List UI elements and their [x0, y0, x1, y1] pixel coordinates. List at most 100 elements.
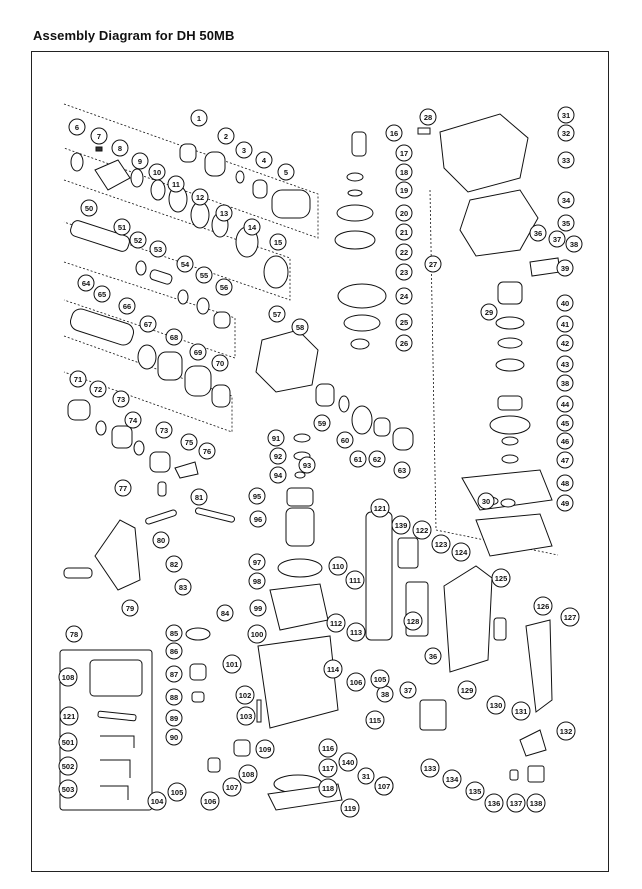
callout-79: 79: [121, 599, 139, 617]
part-shape-81: [145, 509, 177, 525]
callout-73: 73: [155, 421, 173, 439]
callout-4: 4: [255, 151, 273, 169]
callout-label: 92: [274, 452, 282, 461]
callout-label: 7: [97, 132, 101, 141]
callout-circle: [313, 414, 331, 432]
part-shape-86: [185, 627, 211, 641]
callout-83: 83: [174, 578, 192, 596]
callout-circle: [565, 235, 583, 253]
callout-circle: [93, 285, 111, 303]
group-outline-row1: [63, 103, 319, 239]
callout-label: 61: [354, 455, 362, 464]
callout-56: 56: [215, 278, 233, 296]
callout-104: 104: [147, 791, 167, 811]
callout-129: 129: [457, 680, 477, 700]
callout-label: 60: [341, 436, 349, 445]
callout-label: 64: [82, 279, 91, 288]
callout-label: 88: [170, 693, 178, 702]
callout-circle: [247, 624, 267, 644]
callout-label: 55: [200, 271, 208, 280]
callout-98: 98: [248, 572, 266, 590]
callout-label: 63: [398, 466, 406, 475]
callout-circle: [556, 474, 574, 492]
callout-133: 133: [420, 758, 440, 778]
callout-label: 125: [495, 574, 508, 583]
part-shape-1: [179, 143, 197, 163]
callout-label: 31: [362, 772, 370, 781]
callout-circle: [191, 188, 209, 206]
callout-circle: [139, 315, 157, 333]
part-shape-64: [392, 427, 414, 451]
callout-label: 38: [381, 690, 389, 699]
callout-circle: [165, 642, 183, 660]
callout-64: 64: [77, 274, 95, 292]
part-shape-98: [277, 558, 323, 578]
part-shape-7: [95, 146, 103, 152]
callout-label: 86: [170, 647, 178, 656]
part-shape-4: [252, 179, 268, 199]
callout-114: 114: [323, 659, 343, 679]
callout-circle: [403, 611, 423, 631]
callout-label: 14: [248, 223, 257, 232]
callout-61: 61: [349, 450, 367, 468]
part-shape-102: [257, 635, 339, 729]
callout-131: 131: [511, 701, 531, 721]
callout-label: 503: [62, 785, 75, 794]
callout-circle: [58, 779, 78, 799]
callout-circle: [484, 793, 504, 813]
callout-label: 73: [160, 426, 168, 435]
callout-circle: [336, 431, 354, 449]
callout-124: 124: [451, 542, 471, 562]
callout-circle: [165, 555, 183, 573]
callout-circle: [238, 764, 258, 784]
callout-circle: [269, 233, 287, 251]
callout-circle: [165, 665, 183, 683]
callout-circle: [395, 163, 413, 181]
callout-5: 5: [277, 163, 295, 181]
callout-label: 2: [224, 132, 228, 141]
callout-label: 102: [239, 691, 252, 700]
callout-92: 92: [269, 447, 287, 465]
callout-label: 6: [75, 123, 79, 132]
callout-circle: [556, 432, 574, 450]
callout-circle: [557, 106, 575, 124]
callout-11: 11: [167, 175, 185, 193]
callout-19: 19: [395, 181, 413, 199]
callout-circle: [365, 710, 385, 730]
callout-51: 51: [113, 218, 131, 236]
callout-16: 16: [385, 124, 403, 142]
callout-29: 29: [480, 303, 498, 321]
callout-circle: [189, 343, 207, 361]
callout-119: 119: [340, 798, 360, 818]
callout-label: 94: [274, 471, 283, 480]
callout-circle: [391, 515, 411, 535]
callout-label: 71: [74, 375, 82, 384]
diagram-frame: [31, 51, 609, 872]
callout-circle: [165, 688, 183, 706]
callout-label: 12: [196, 193, 204, 202]
callout-label: 110: [332, 562, 344, 571]
callout-33: 33: [557, 151, 575, 169]
callout-circle: [249, 599, 267, 617]
group-outline-right-lower: [435, 529, 559, 556]
callout-label: 113: [350, 628, 362, 637]
part-shape-122: [365, 511, 393, 641]
callout-circle: [556, 259, 574, 277]
part-shape-62: [351, 405, 373, 435]
callout-circle: [326, 613, 346, 633]
callout-54: 54: [176, 255, 194, 273]
callout-label: 31: [562, 111, 570, 120]
callout-label: 13: [220, 209, 228, 218]
callout-circle: [395, 243, 413, 261]
callout-137: 137: [506, 793, 526, 813]
part-shape-19: [347, 189, 363, 197]
callout-75: 75: [180, 433, 198, 451]
callout-134: 134: [442, 769, 462, 789]
callout-107: 107: [222, 777, 242, 797]
part-shape-501: [89, 659, 143, 697]
callout-81: 81: [190, 488, 208, 506]
callout-48: 48: [556, 474, 574, 492]
callout-circle: [412, 520, 432, 540]
callout-32: 32: [557, 124, 575, 142]
part-shape-2: [204, 151, 226, 177]
